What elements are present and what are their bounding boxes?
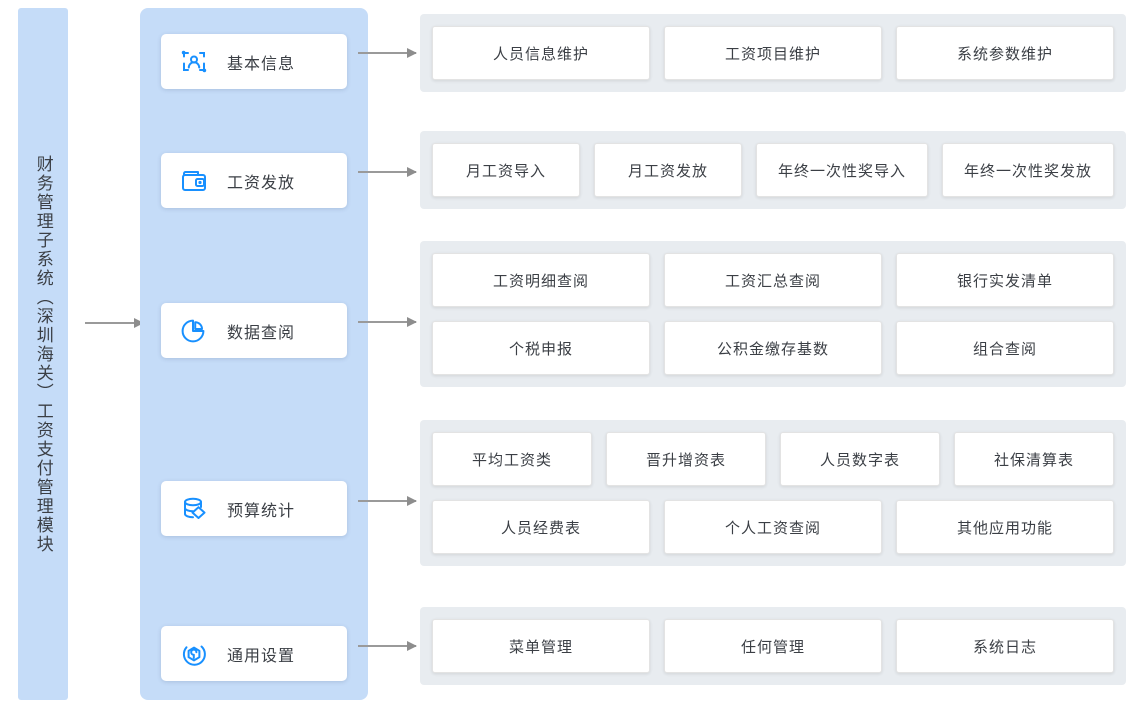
group-row: 菜单管理 任何管理 系统日志 (432, 619, 1114, 673)
root-system-label: 财务管理子系统（深圳海关）工资支付管理模块 (33, 154, 53, 554)
module-label: 预算统计 (227, 502, 296, 520)
arrow-general-settings-to-group (358, 641, 417, 651)
group-budget-stats: 平均工资类 晋升增资表 人员数字表 社保清算表 人员经费表 个人工资查阅 其他应… (420, 420, 1126, 566)
group-salary-payout: 月工资导入 月工资发放 年终一次性奖导入 年终一次性奖发放 (420, 131, 1126, 209)
group-row: 人员经费表 个人工资查阅 其他应用功能 (432, 500, 1114, 554)
leaf-card[interactable]: 任何管理 (664, 619, 882, 673)
leaf-card[interactable]: 人员经费表 (432, 500, 650, 554)
leaf-card[interactable]: 公积金缴存基数 (664, 321, 882, 375)
leaf-card[interactable]: 个人工资查阅 (664, 500, 882, 554)
group-row: 个税申报 公积金缴存基数 组合查阅 (432, 321, 1114, 375)
database-diamond-icon (179, 494, 209, 524)
group-row: 月工资导入 月工资发放 年终一次性奖导入 年终一次性奖发放 (432, 143, 1114, 197)
leaf-card[interactable]: 系统日志 (896, 619, 1114, 673)
leaf-card[interactable]: 工资明细查阅 (432, 253, 650, 307)
group-row: 人员信息维护 工资项目维护 系统参数维护 (432, 26, 1114, 80)
arrow-budget-stats-to-group (358, 496, 417, 506)
root-system-bar: 财务管理子系统（深圳海关）工资支付管理模块 (18, 8, 68, 700)
wallet-icon (179, 166, 209, 196)
leaf-card[interactable]: 工资项目维护 (664, 26, 882, 80)
module-card-general-settings[interactable]: 通用设置 (161, 626, 347, 681)
module-label: 通用设置 (227, 647, 296, 665)
leaf-card[interactable]: 人员信息维护 (432, 26, 650, 80)
module-column: 基本信息 工资发放 数据查阅 (140, 8, 368, 700)
group-row: 工资明细查阅 工资汇总查阅 银行实发清单 (432, 253, 1114, 307)
arrow-data-review-to-group (358, 317, 417, 327)
pie-chart-icon (179, 316, 209, 346)
module-label: 基本信息 (227, 55, 296, 73)
leaf-card[interactable]: 组合查阅 (896, 321, 1114, 375)
leaf-card[interactable]: 银行实发清单 (896, 253, 1114, 307)
leaf-card[interactable]: 菜单管理 (432, 619, 650, 673)
leaf-card[interactable]: 人员数字表 (780, 432, 940, 486)
leaf-card[interactable]: 年终一次性奖导入 (756, 143, 928, 197)
id-card-person-icon (179, 47, 209, 77)
module-card-salary-payout[interactable]: 工资发放 (161, 153, 347, 208)
group-general-settings: 菜单管理 任何管理 系统日志 (420, 607, 1126, 685)
leaf-card[interactable]: 系统参数维护 (896, 26, 1114, 80)
leaf-card[interactable]: 年终一次性奖发放 (942, 143, 1114, 197)
leaf-card[interactable]: 月工资发放 (594, 143, 742, 197)
leaf-card[interactable]: 个税申报 (432, 321, 650, 375)
module-label: 工资发放 (227, 174, 296, 192)
arrow-root-to-modules (85, 318, 144, 328)
leaf-card[interactable]: 社保清算表 (954, 432, 1114, 486)
leaf-card[interactable]: 月工资导入 (432, 143, 580, 197)
leaf-card[interactable]: 平均工资类 (432, 432, 592, 486)
module-card-data-review[interactable]: 数据查阅 (161, 303, 347, 358)
module-label: 数据查阅 (227, 324, 296, 342)
arrow-basic-info-to-group (358, 48, 417, 58)
group-row: 平均工资类 晋升增资表 人员数字表 社保清算表 (432, 432, 1114, 486)
group-data-review: 工资明细查阅 工资汇总查阅 银行实发清单 个税申报 公积金缴存基数 组合查阅 (420, 241, 1126, 387)
leaf-card[interactable]: 其他应用功能 (896, 500, 1114, 554)
module-card-budget-stats[interactable]: 预算统计 (161, 481, 347, 536)
group-basic-info: 人员信息维护 工资项目维护 系统参数维护 (420, 14, 1126, 92)
settings-circle-icon (179, 639, 209, 669)
module-card-basic-info[interactable]: 基本信息 (161, 34, 347, 89)
arrow-salary-payout-to-group (358, 167, 417, 177)
leaf-card[interactable]: 晋升增资表 (606, 432, 766, 486)
leaf-card[interactable]: 工资汇总查阅 (664, 253, 882, 307)
